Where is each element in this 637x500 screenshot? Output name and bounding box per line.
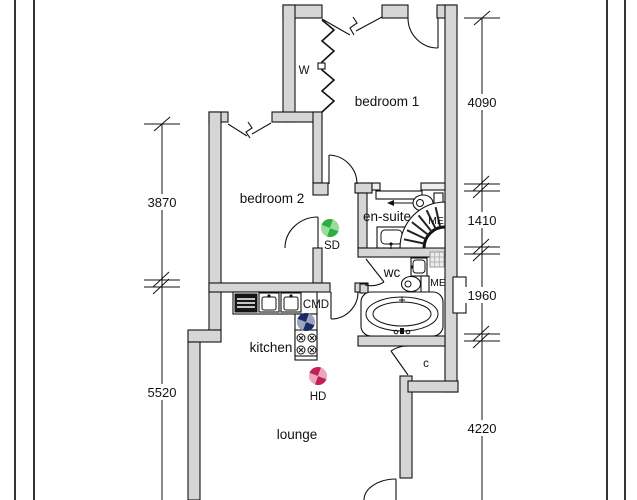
wall-right — [444, 4, 458, 393]
wardrobe-label: W — [299, 65, 310, 77]
ensuite-sink-icon — [376, 226, 407, 249]
dim-4220-label: 4220 — [468, 421, 497, 436]
wall-thin-stub-left — [371, 182, 381, 191]
wall-kitchen-top — [208, 282, 331, 293]
wall-ensuite-cap — [354, 182, 373, 194]
wall-thin-stub-right — [420, 182, 446, 191]
window-bedroom1-top — [321, 16, 383, 36]
door-arc-bedroom1-top — [407, 17, 439, 49]
doors — [284, 17, 439, 500]
kitchen-sink-1-icon — [258, 292, 280, 313]
door-arc-wc — [364, 281, 385, 287]
wc-label: wc — [383, 265, 401, 280]
left-dimension-line: 3870 5520 — [139, 116, 185, 500]
door-arc-entry — [363, 478, 397, 500]
heat-detector-label: HD — [310, 391, 327, 403]
door-arc-kitchen — [330, 291, 359, 320]
lounge-label: lounge — [277, 427, 318, 442]
walls — [187, 4, 459, 500]
wall-bed2-right-lower — [312, 247, 323, 284]
dim-4090-label: 4090 — [468, 95, 497, 110]
wall-top-mid — [381, 4, 409, 19]
wardrobe-door-stop — [317, 62, 326, 70]
wc-sink-icon — [410, 257, 428, 277]
door-arc-bedroom2 — [284, 216, 319, 249]
wall-lounge-jog — [187, 329, 222, 343]
wall-bed2-jamb — [312, 182, 329, 196]
wall-lounge-left — [187, 341, 201, 500]
wall-wc-left — [359, 283, 369, 294]
hob-icon — [294, 329, 318, 357]
wall-bed2-right-upper — [312, 111, 323, 184]
smoke-detector-label: SD — [324, 240, 340, 252]
door-leaf-closet — [390, 350, 409, 376]
sliding-door-arrowhead-icon — [387, 200, 394, 206]
duct-grid-icon — [429, 251, 445, 268]
wall-lounge-right — [399, 375, 413, 479]
door-arc-closet — [390, 345, 409, 352]
meter-ensuite-label: ME — [428, 215, 444, 227]
ensuite-label: en-suite — [363, 209, 411, 224]
dim-5520-label: 5520 — [148, 385, 177, 400]
smoke-detector-icon — [320, 218, 340, 238]
door-arc-bedroom1 — [328, 154, 358, 185]
wall-wardrobe-left — [282, 4, 296, 123]
co-detector-icon — [296, 312, 316, 332]
shower-icon — [399, 201, 446, 249]
dim-1410-label: 1410 — [468, 213, 497, 228]
bedroom1-label: bedroom 1 — [355, 94, 420, 109]
co-detector-label: CMD — [303, 299, 329, 311]
window-bedroom2-top — [227, 121, 272, 139]
right-dimension-line: 4090 1410 1960 4220 — [459, 10, 505, 500]
heat-detector-icon — [308, 366, 328, 386]
dim-1960-label: 1960 — [468, 288, 497, 303]
bathtub-icon — [360, 291, 444, 337]
wall-closet-bottom — [407, 380, 459, 393]
wall-wc-bottom — [357, 335, 446, 347]
dim-3870-label: 3870 — [148, 195, 177, 210]
door-leaf-wc — [365, 258, 385, 283]
kitchen-label: kitchen — [250, 340, 293, 355]
kitchen-sink-2-icon — [280, 292, 302, 313]
wc-toilet-icon — [400, 275, 430, 293]
bedroom2-label: bedroom 2 — [240, 191, 305, 206]
meter-wc-label: ME — [430, 277, 446, 289]
wall-bed2-left — [208, 111, 222, 331]
cupboard-label: c — [423, 358, 429, 370]
oven-icon — [234, 293, 258, 313]
